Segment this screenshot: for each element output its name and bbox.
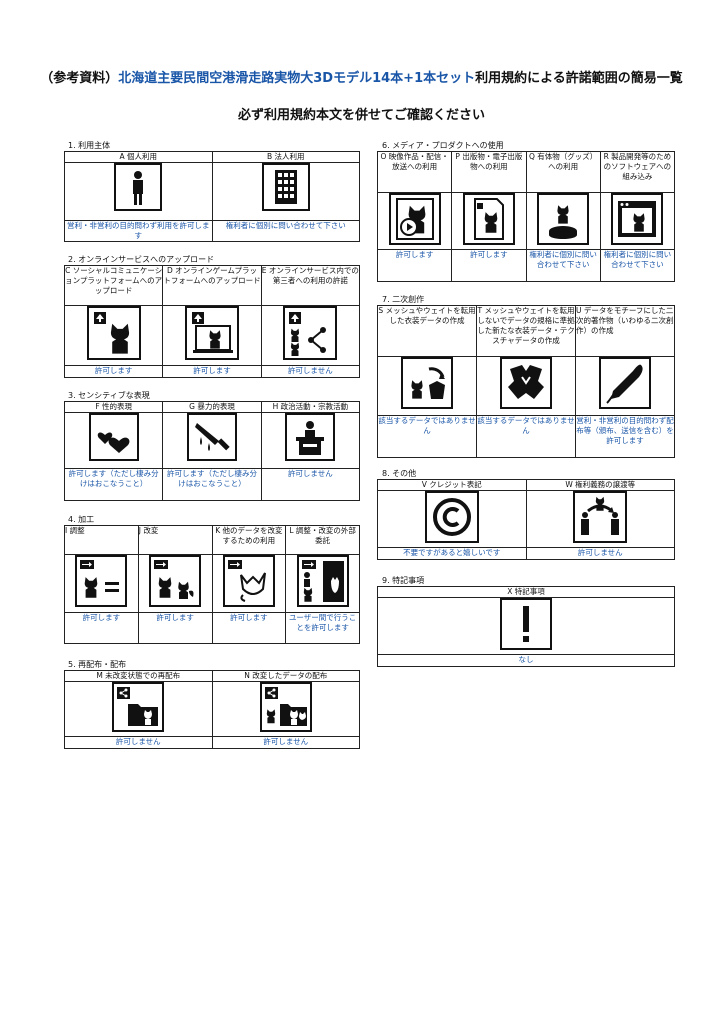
col-p-head: P 出版物・電子出版物への利用 <box>451 151 527 193</box>
col-m-text: 許可しません <box>64 736 213 749</box>
software-icon <box>611 193 664 245</box>
col-b-head: B 法人利用 <box>211 151 360 163</box>
col-j-text: 許可します <box>137 612 213 644</box>
section-3-label: 3. センシティブな表現 <box>68 391 150 400</box>
publication-icon <box>462 193 515 245</box>
redistribute-icon <box>112 682 165 732</box>
section-8-label: 8. その他 <box>382 469 417 478</box>
col-v-text: 不要ですがあると嬉しいです <box>377 547 527 560</box>
hearts-icon <box>88 413 139 461</box>
col-j-head: J 改変 <box>137 525 213 555</box>
col-g-text: 許可します（ただし棲み分けはおこなうこと） <box>162 468 262 501</box>
col-r-head: R 製品開発等のためのソフトウェアへの組み込み <box>599 151 676 193</box>
col-d-head: D オンラインゲームプラットフォームへのアップロード <box>162 265 262 306</box>
col-v-head: V クレジット表記 <box>377 479 527 491</box>
col-u-head: U データをモチーフにした二次的著作物（いわゆる二次創作）の作成 <box>575 305 675 357</box>
upload-game-icon <box>184 306 239 360</box>
col-d-text: 許可します <box>162 365 262 378</box>
section-5-table: M 未改変状態での再配布 N 改変したデータの配布 許可しません 許可しません <box>64 670 360 749</box>
col-n-text: 許可しません <box>211 736 360 749</box>
share-third-party-icon <box>283 306 338 360</box>
section-6-table: O 映像作品・配信・放送への利用 P 出版物・電子出版物への利用 Q 有体物（グ… <box>376 151 676 282</box>
distribute-modified-icon <box>259 682 312 732</box>
col-x-text: なし <box>377 654 675 667</box>
col-n-head: N 改変したデータの配布 <box>211 670 360 682</box>
col-g-head: G 暴力的表現 <box>162 401 262 413</box>
building-icon <box>261 163 310 211</box>
col-m-head: M 未改変状態での再配布 <box>64 670 213 682</box>
col-r-text: 権利者に個別に問い合わせて下さい <box>599 249 676 282</box>
page-subtitle: 必ず利用規約本文を併せてご確認ください <box>237 108 485 123</box>
knife-icon <box>186 413 237 461</box>
adjust-icon <box>75 555 128 607</box>
col-i-text: 許可します <box>64 612 139 644</box>
page-title: （参考資料）北海道主要民間空港滑走路実物大3Dモデル14本+1本セット利用規約に… <box>40 70 683 87</box>
col-x-head: X 特記事項 <box>377 586 675 598</box>
title-prefix: （参考資料） <box>40 71 119 86</box>
exclamation-icon <box>500 598 552 650</box>
col-w-text: 許可しません <box>525 547 675 560</box>
col-c-text: 許可します <box>63 365 164 378</box>
section-7-table: S メッシュやウェイトを転用した衣装データの作成 T メッシュやウェイトを転用し… <box>377 305 675 458</box>
col-e-text: 許可しません <box>260 365 361 378</box>
col-b-text: 権利者に個別に問い合わせて下さい <box>211 220 360 242</box>
section-3-table: F 性的表現 G 暴力的表現 H 政治活動・宗教活動 許可します（ただし棲み分け… <box>63 401 361 501</box>
col-a-head: A 個人利用 <box>64 151 213 163</box>
col-l-head: L 調整・改変の外部委託 <box>285 525 360 555</box>
section-5-label: 5. 再配布・配布 <box>68 660 127 669</box>
section-2-table: C ソーシャルコミュニケーションプラットフォームへのアップロード D オンライン… <box>63 265 361 378</box>
col-c-head: C ソーシャルコミュニケーションプラットフォームへのアップロード <box>63 265 164 306</box>
col-f-head: F 性的表現 <box>63 401 164 413</box>
col-h-text: 許可しません <box>260 468 361 501</box>
title-product: 北海道主要民間空港滑走路実物大3Dモデル14本+1本セット <box>118 71 476 86</box>
podium-icon <box>285 413 336 461</box>
outsource-icon <box>296 555 349 607</box>
col-a-text: 営利・非営利の目的問わず利用を許可します <box>64 220 213 242</box>
section-7-label: 7. 二次創作 <box>382 295 425 304</box>
section-8-table: V クレジット表記 W 権利義務の譲渡等 不要ですがあると嬉しいです 許可しませ… <box>377 479 675 560</box>
col-s-head: S メッシュやウェイトを転用した衣装データの作成 <box>377 305 477 357</box>
col-s-text: 該当するデータではありません <box>377 415 477 458</box>
col-u-text: 営利・非営利の目的問わず配布等（頒布、送信を含む）を許可します <box>575 415 675 458</box>
col-f-text: 許可します（ただし棲み分けはおこなうこと） <box>63 468 164 501</box>
col-o-head: O 映像作品・配信・放送への利用 <box>376 151 453 193</box>
reuse-icon <box>222 555 275 607</box>
section-4-table: I 調整 J 改変 K 他のデータを改変するための利用 L 調整・改変の外部委託… <box>64 525 360 644</box>
col-h-head: H 政治活動・宗教活動 <box>260 401 361 413</box>
col-l-text: ユーザー間で行うことを許可します <box>285 612 360 644</box>
section-6-label: 6. メディア・プロダクトへの使用 <box>382 141 504 150</box>
video-icon <box>388 193 441 245</box>
upload-social-icon <box>86 306 141 360</box>
col-w-head: W 権利義務の譲渡等 <box>525 479 675 491</box>
col-t-head: T メッシュやウェイトを転用しないでデータの規格に準拠した新たな衣装データ・テク… <box>476 305 576 357</box>
section-1-table: A 個人利用 B 法人利用 営利・非営利の目的問わず利用を許可します 権利者に個… <box>64 151 360 242</box>
person-icon <box>114 163 163 211</box>
pen-icon <box>599 357 651 409</box>
mesh-icon <box>401 357 453 409</box>
col-t-text: 該当するデータではありません <box>476 415 576 458</box>
section-9-table: X 特記事項 なし <box>377 586 675 667</box>
modify-icon <box>149 555 202 607</box>
col-q-text: 権利者に個別に問い合わせて下さい <box>525 249 601 282</box>
section-9-label: 9. 特記事項 <box>382 576 425 585</box>
section-1-label: 1. 利用主体 <box>68 141 111 150</box>
section-4-label: 4. 加工 <box>68 515 95 524</box>
col-e-head: E オンラインサービス内での第三者への利用の許諾 <box>260 265 361 306</box>
col-q-head: Q 有体物（グッズ）への利用 <box>525 151 601 193</box>
transfer-icon <box>573 491 628 543</box>
col-k-text: 許可します <box>211 612 287 644</box>
title-suffix: 利用規約による許諾範囲の簡易一覧 <box>475 71 683 86</box>
section-2-label: 2. オンラインサービスへのアップロード <box>68 255 215 264</box>
costume-icon <box>500 357 552 409</box>
figure-icon <box>537 193 590 245</box>
col-p-text: 許可します <box>451 249 527 282</box>
col-o-text: 許可します <box>376 249 453 282</box>
col-i-head: I 調整 <box>64 525 139 555</box>
col-k-head: K 他のデータを改変するための利用 <box>211 525 287 555</box>
copyright-icon <box>424 491 479 543</box>
